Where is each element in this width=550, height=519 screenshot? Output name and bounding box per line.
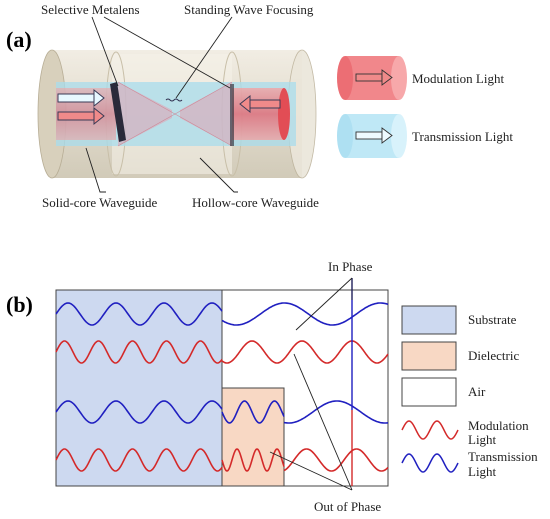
modulation-core-end (278, 88, 290, 140)
selective-metalens-left (110, 82, 126, 142)
panel-a-leader-lines (85, 16, 238, 193)
legend-modulation-line2: Light (468, 432, 497, 447)
legend-substrate: Substrate (401, 305, 517, 335)
legend-transmission-line2: Light (468, 464, 497, 479)
modulation-arrow-right (239, 94, 281, 114)
legend-transmission-light: Transmission Light (337, 114, 513, 158)
modulation-wave-substrate-1 (55, 340, 223, 364)
legend-transmission-wave: Transmission Light (401, 449, 538, 479)
waveguide-illustration (37, 49, 317, 179)
dielectric-region (221, 387, 285, 487)
wave-traces (55, 302, 389, 472)
legend-modulation-wave-line (401, 420, 459, 440)
focus-cone-right (180, 82, 232, 146)
hollow-core-label: Hollow-core Waveguide (192, 195, 319, 210)
legend-transmission-label: Transmission Light (412, 129, 513, 144)
standing-wave-label: Standing Wave Focusing (184, 2, 314, 17)
modulation-wave-substrate-2 (55, 448, 223, 472)
transmission-wave-dielectric-2 (221, 400, 285, 424)
transmission-wave-air-2 (283, 400, 389, 424)
legend-substrate-label: Substrate (468, 312, 517, 327)
focus-cone-left (118, 82, 172, 146)
modulation-core-right (232, 88, 284, 140)
transmission-wave-substrate-2 (55, 400, 223, 424)
panel-a-tag: (a) (6, 27, 32, 52)
legend-air-label: Air (468, 384, 486, 399)
out-of-phase-label: Out of Phase (314, 499, 381, 514)
legend-transmission-line1: Transmission (468, 449, 538, 464)
legend-modulation-line1: Modulation (468, 418, 529, 433)
legend-dielectric: Dielectric (401, 341, 519, 371)
modulation-wave-dielectric-2 (221, 448, 285, 472)
legend-transmission-wave-line (401, 453, 459, 473)
modulation-wave-air-2 (283, 448, 389, 472)
transmission-wave-air-1 (221, 302, 389, 326)
selective-metalens-label: Selective Metalens (41, 2, 140, 17)
legend-dielectric-label: Dielectric (468, 348, 519, 363)
modulation-arrow-left (57, 106, 105, 126)
legend-modulation-wave: Modulation Light (401, 418, 529, 447)
panel-b-tag: (b) (6, 292, 33, 317)
legend-air: Air (401, 377, 486, 407)
standing-wave-focus (165, 98, 183, 102)
solid-core-label: Solid-core Waveguide (42, 195, 158, 210)
legend-modulation-label: Modulation Light (412, 71, 504, 86)
legend-modulation-arrow (355, 69, 393, 86)
medium-diagram (55, 278, 389, 487)
selective-metalens-right (230, 84, 234, 146)
transmission-wave-substrate-1 (55, 302, 223, 326)
legend-transmission-arrow (355, 127, 393, 144)
legend-modulation-light: Modulation Light (337, 56, 504, 100)
modulation-wave-air-1 (221, 340, 389, 364)
transmission-arrow-left (57, 88, 105, 108)
panel-b-leader-lines (269, 277, 353, 491)
in-phase-label: In Phase (328, 259, 373, 274)
substrate-region (55, 289, 223, 487)
